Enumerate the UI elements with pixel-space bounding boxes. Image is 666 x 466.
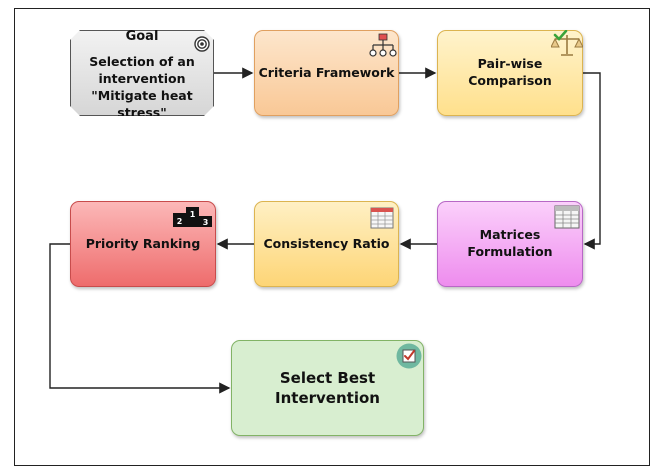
podium-third: 3: [203, 218, 209, 227]
pairwise-comparison-node: Pair-wise Comparison: [437, 30, 583, 116]
arrow-priority-to-best: [49, 243, 231, 394]
table-icon: [370, 207, 394, 229]
goal-text: Selection of an intervention "Mitigate h…: [89, 54, 195, 120]
priority-ranking-label: Priority Ranking: [85, 235, 201, 251]
criteria-framework-label: Criteria Framework: [258, 64, 395, 80]
podium-icon: 2 1 3: [173, 207, 212, 227]
hierarchy-icon: [369, 33, 397, 57]
priority-ranking-node: Priority Ranking: [70, 201, 216, 287]
target-icon: [194, 36, 210, 52]
select-best-intervention-label: Select Best Intervention: [275, 368, 380, 407]
spreadsheet-icon: [554, 205, 580, 229]
consistency-ratio-label: Consistency Ratio: [263, 235, 390, 251]
podium-first: 1: [190, 210, 196, 219]
goal-title: Goal: [125, 29, 159, 45]
balance-scale-icon: [551, 30, 583, 56]
criteria-framework-node: Criteria Framework: [254, 30, 399, 116]
matrices-formulation-label: Matrices Formulation: [467, 227, 553, 259]
goal-node: Goal Selection of an intervention "Mitig…: [70, 30, 214, 116]
select-best-intervention-node: Select Best Intervention: [231, 340, 424, 436]
arrow-pairwise-to-matrices: [583, 72, 601, 250]
podium-second: 2: [177, 217, 183, 226]
pairwise-comparison-label: Pair-wise Comparison: [468, 56, 552, 88]
checkbox-icon: [396, 343, 422, 369]
